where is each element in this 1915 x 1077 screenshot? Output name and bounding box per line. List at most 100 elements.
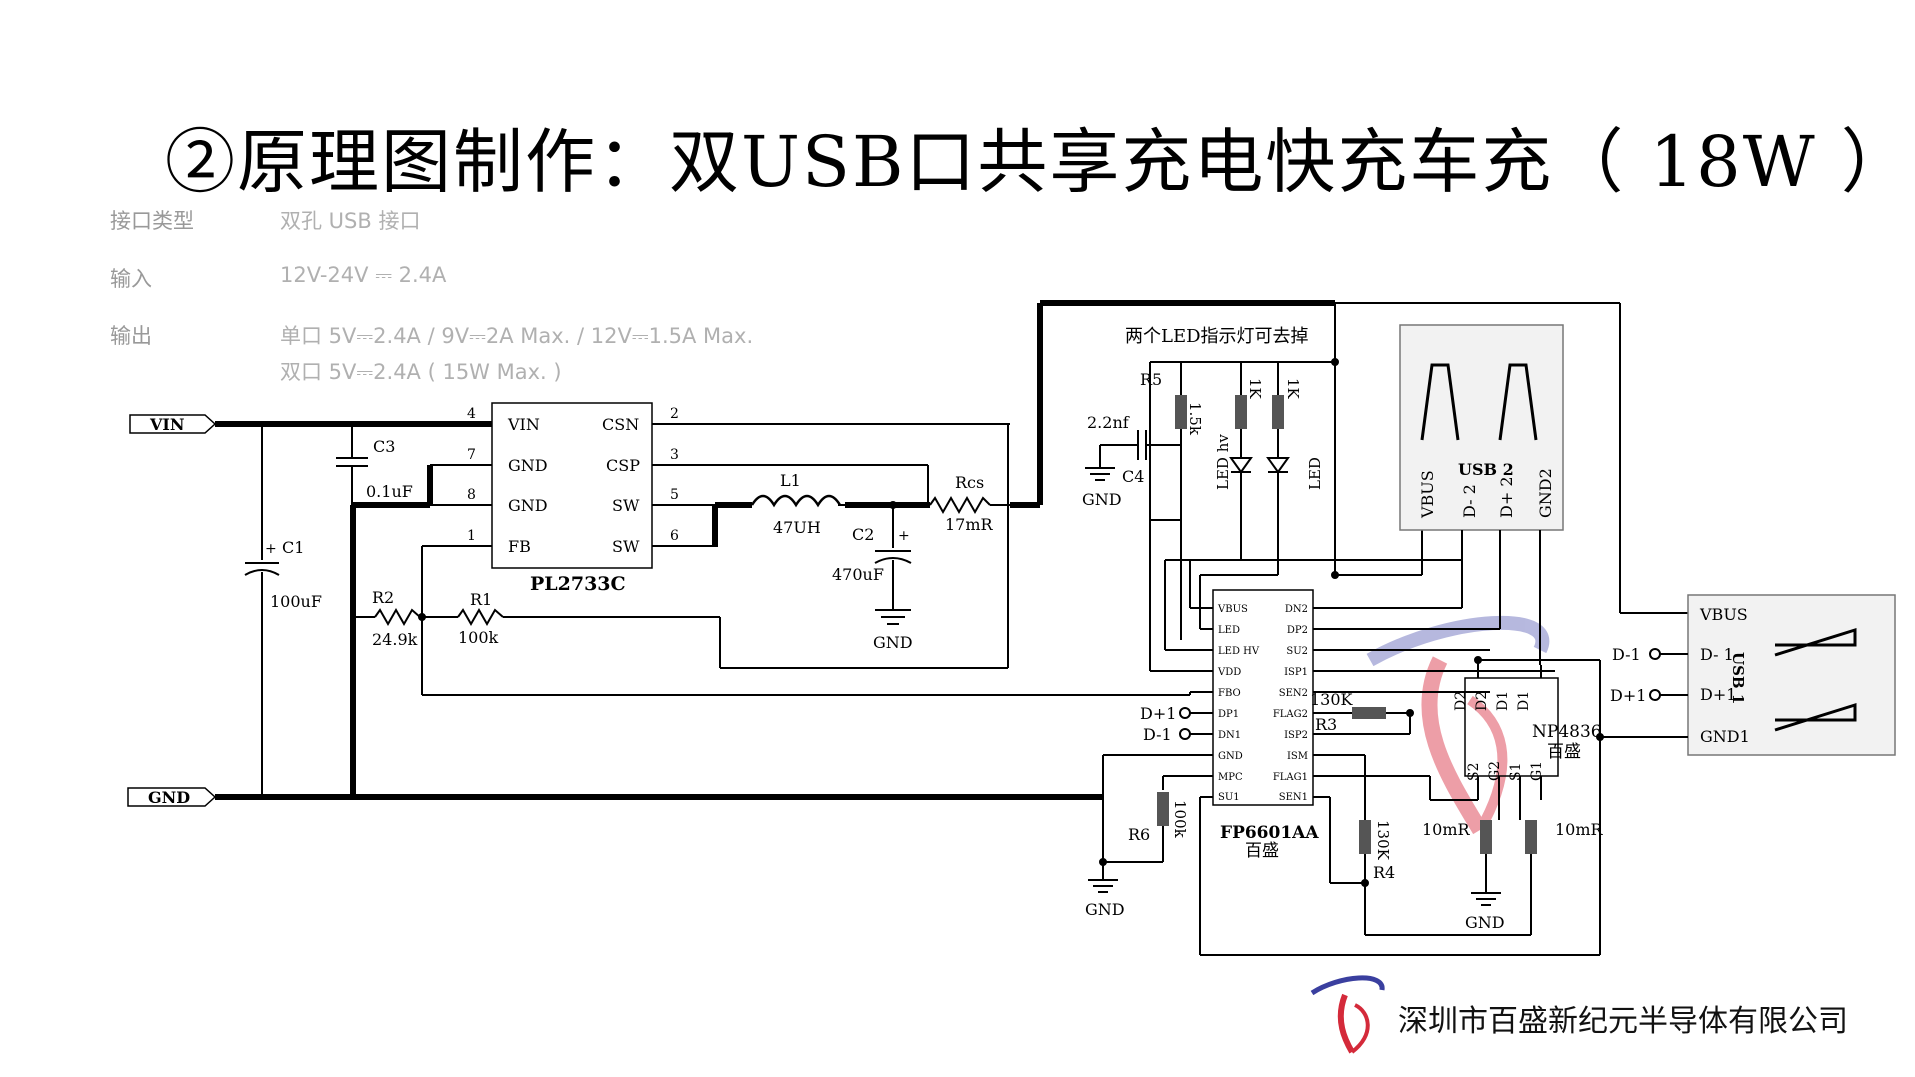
led-note: 两个LED指示灯可去掉: [1125, 326, 1309, 347]
svg-text:6: 6: [670, 528, 679, 544]
r1-label: R1: [470, 590, 492, 609]
r5-label: R5: [1140, 370, 1162, 389]
usb2-pin-vbus: VBUS: [1418, 470, 1437, 519]
svg-text:S1: S1: [1508, 763, 1524, 782]
svg-text:1: 1: [467, 528, 476, 544]
usb2-pin-gnd: GND2: [1536, 468, 1555, 518]
c4-value: 2.2nf: [1087, 413, 1130, 432]
r4-label: R4: [1373, 863, 1395, 882]
c2-label: C2: [852, 525, 874, 544]
usb1-connector: VBUS D- 1 D+1 GND1 USB 1 D-1 D+1: [1596, 594, 1896, 756]
spec-interface-value: 双孔 USB 接口: [280, 209, 421, 233]
ic-fp6601aa-brand: 百盛: [1245, 841, 1279, 861]
usb1-pin-gnd: GND1: [1700, 727, 1750, 746]
r4-value: 130K: [1374, 820, 1392, 861]
capacitor-c1: + C1 100uF: [244, 424, 322, 797]
c4-label: C4: [1122, 467, 1144, 486]
svg-text:ISP2: ISP2: [1284, 730, 1308, 741]
svg-text:DP2: DP2: [1287, 625, 1308, 636]
sense-resistors: 10mR 10mR GND: [1200, 737, 1604, 956]
ic-pl2733c-name: PL2733C: [530, 573, 626, 595]
svg-text:D2: D2: [1474, 691, 1490, 711]
gnd-port: GND: [127, 787, 217, 807]
svg-text:GND: GND: [1085, 900, 1125, 919]
ic-fp6601aa-name: FP6601AA: [1220, 823, 1319, 843]
usb2-pin-dm: D- 2: [1460, 484, 1479, 518]
svg-text:DN1: DN1: [1218, 730, 1241, 741]
svg-text:+: +: [265, 541, 277, 557]
spec-output-value-1: 单口 5V⎓2.4A / 9V⎓2A Max. / 12V⎓1.5A Max.: [280, 324, 754, 348]
c1-value: 100uF: [270, 592, 322, 611]
fp6601-right-wiring: 130K R3 130K R4: [1310, 595, 1555, 935]
svg-text:D1: D1: [1516, 691, 1532, 711]
usb2-label: USB 2: [1458, 460, 1514, 479]
l1-value: 47UH: [773, 518, 821, 537]
r3-label: R3: [1315, 715, 1337, 734]
usb1-net-dm: D-1: [1612, 645, 1641, 664]
svg-text:SEN1: SEN1: [1279, 792, 1308, 803]
usb2-pin-dp: D+ 2: [1497, 477, 1516, 519]
r5-value: 1.5k: [1186, 402, 1204, 436]
svg-text:GND: GND: [873, 633, 913, 652]
led-hv-label: LED hv: [1214, 434, 1232, 490]
svg-text:2: 2: [670, 406, 679, 422]
svg-text:VBUS: VBUS: [1217, 604, 1248, 615]
c3-value: 0.1uF: [366, 482, 413, 501]
svg-text:VDD: VDD: [1217, 667, 1241, 678]
svg-text:CSP: CSP: [606, 456, 640, 475]
svg-text:DP1: DP1: [1218, 709, 1239, 720]
svg-text:GND: GND: [1218, 751, 1243, 762]
vin-port: VIN: [129, 414, 217, 434]
svg-text:MPC: MPC: [1218, 772, 1243, 783]
vbus-routing: [1334, 302, 1688, 614]
capacitor-c2: + C2 470uF GND: [832, 501, 913, 652]
svg-text:+: +: [898, 528, 910, 544]
c3-label: C3: [373, 437, 395, 456]
led-label: LED: [1306, 457, 1324, 490]
fb-network: R2 24.9k R1 100k: [353, 424, 1190, 696]
usb1-pin-dp: D+1: [1700, 685, 1736, 704]
capacitor-c4: 2.2nf C4 GND: [1082, 413, 1180, 509]
svg-text:CSN: CSN: [602, 415, 639, 434]
brand-watermark: [1366, 615, 1550, 835]
svg-text:LED: LED: [1218, 625, 1240, 636]
svg-text:SW: SW: [612, 537, 640, 556]
r-led1-value: 1K: [1246, 378, 1264, 400]
vin-port-label: VIN: [149, 415, 185, 434]
usb1-label: USB 1: [1729, 652, 1747, 704]
company-name: 深圳市百盛新纪元半导体有限公司: [1398, 1004, 1848, 1039]
svg-text:DN2: DN2: [1285, 604, 1308, 615]
svg-text:8: 8: [467, 487, 476, 503]
r6-label: R6: [1128, 825, 1150, 844]
ic-fp6601aa: VBUS LED LED HV VDD FBO DP1 DN1 GND MPC …: [1102, 519, 1463, 955]
rs1-value: 10mR: [1422, 820, 1471, 839]
svg-text:LED HV: LED HV: [1218, 646, 1260, 657]
svg-text:SU1: SU1: [1218, 792, 1240, 803]
r2-value: 24.9k: [372, 630, 418, 649]
usb1-pin-dm: D- 1: [1700, 645, 1734, 664]
svg-text:SEN2: SEN2: [1279, 688, 1308, 699]
svg-text:G2: G2: [1487, 761, 1503, 781]
svg-text:3: 3: [670, 447, 679, 463]
resistor-r6: R6 100k GND: [1085, 792, 1189, 919]
rcs-value: 17mR: [945, 515, 994, 534]
page-title: ②原理图制作：双USB口共享充电快充车充（ 18W ）: [165, 121, 1913, 203]
svg-text:FLAG1: FLAG1: [1273, 772, 1308, 783]
company-logo: [1310, 975, 1385, 1054]
spec-interface-label: 接口类型: [110, 209, 194, 233]
ic-np4836: D2 D2 D1 D1 S2 G2 S1 G1 NP4836 百盛: [1430, 656, 1602, 820]
svg-text:SW: SW: [612, 496, 640, 515]
svg-text:5: 5: [670, 487, 679, 503]
usb2-connector: VBUS D- 2 D+ 2 GND2 USB 2: [1399, 324, 1564, 665]
svg-text:VIN: VIN: [507, 415, 540, 434]
spec-input-value: 12V-24V ⎓ 2.4A: [280, 263, 447, 287]
inductor-l1: L1 47UH: [750, 471, 845, 537]
c2-value: 470uF: [832, 565, 884, 584]
svg-text:FLAG2: FLAG2: [1273, 709, 1308, 720]
svg-text:ISM: ISM: [1287, 751, 1308, 762]
svg-text:SU2: SU2: [1286, 646, 1308, 657]
rcs-label: Rcs: [955, 473, 984, 492]
r-led2-value: 1K: [1284, 378, 1302, 400]
svg-text:FB: FB: [508, 537, 531, 556]
